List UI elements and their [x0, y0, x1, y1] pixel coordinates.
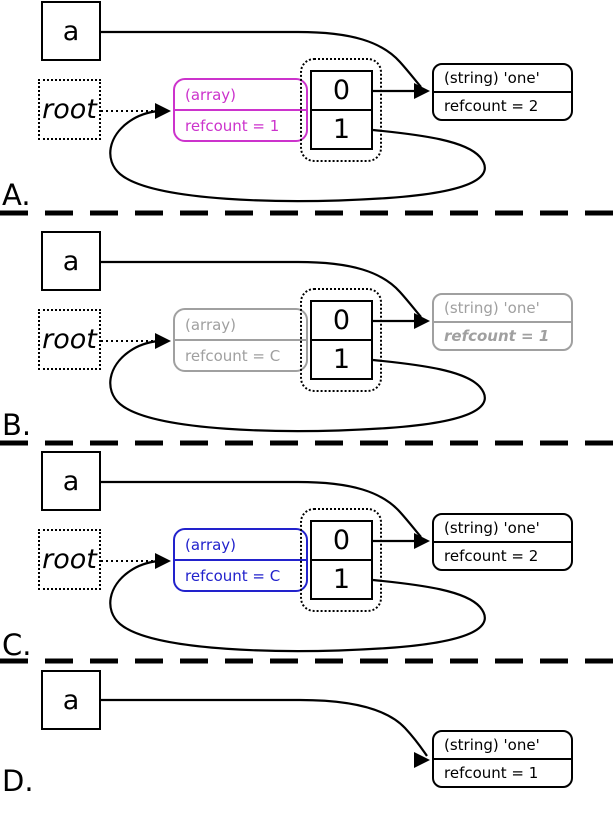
- cell-1: 1: [312, 559, 371, 598]
- array-type-label: (array): [185, 85, 237, 104]
- array-refcount-label: refcount = 1: [175, 109, 306, 140]
- panel-d-label: D.: [2, 764, 34, 798]
- root-box: root: [38, 529, 101, 590]
- string-node: (string) 'one' refcount = 2: [432, 513, 573, 571]
- string-type-label: (string) 'one': [444, 299, 540, 317]
- panel-a-label: A.: [2, 178, 31, 212]
- variable-box: a: [41, 670, 101, 730]
- array-node: (array) refcount = 1: [173, 78, 308, 142]
- variable-label: a: [62, 465, 80, 497]
- cell-0: 0: [332, 525, 351, 556]
- variable-label: a: [62, 15, 80, 47]
- cell-0: 0: [332, 305, 351, 336]
- cell-0: 0: [332, 75, 351, 106]
- panel-c-label: C.: [2, 628, 32, 662]
- variable-box: a: [41, 451, 101, 511]
- variable-box: a: [41, 1, 101, 61]
- array-refcount-label: refcount = C: [175, 559, 306, 590]
- panel-d-connectors: [99, 698, 432, 770]
- cell-1: 1: [312, 339, 371, 378]
- string-refcount-label: refcount = 1: [434, 321, 571, 349]
- array-node: (array) refcount = C: [173, 528, 308, 592]
- variable-box: a: [41, 231, 101, 291]
- array-refcount-label: refcount = C: [175, 339, 306, 370]
- string-refcount-label: refcount = 1: [434, 758, 571, 786]
- array-node: (array) refcount = C: [173, 308, 308, 372]
- variable-label: a: [62, 684, 80, 716]
- string-type-label: (string) 'one': [444, 736, 540, 754]
- panel-b-label: B.: [2, 408, 32, 442]
- root-box: root: [38, 79, 101, 140]
- cell-1: 1: [312, 109, 371, 148]
- root-box: root: [38, 309, 101, 370]
- array-cells: 0 1: [310, 520, 373, 600]
- string-node: (string) 'one' refcount = 1: [432, 293, 573, 351]
- string-type-label: (string) 'one': [444, 519, 540, 537]
- array-cells: 0 1: [310, 70, 373, 150]
- root-label: root: [42, 544, 97, 575]
- string-node: (string) 'one' refcount = 2: [432, 63, 573, 121]
- root-label: root: [42, 94, 97, 125]
- string-refcount-label: refcount = 2: [434, 91, 571, 119]
- string-type-label: (string) 'one': [444, 69, 540, 87]
- variable-label: a: [62, 245, 80, 277]
- string-node: (string) 'one' refcount = 1: [432, 730, 573, 788]
- array-type-label: (array): [185, 315, 237, 334]
- string-refcount-label: refcount = 2: [434, 541, 571, 569]
- root-label: root: [42, 324, 97, 355]
- array-type-label: (array): [185, 535, 237, 554]
- array-cells: 0 1: [310, 300, 373, 380]
